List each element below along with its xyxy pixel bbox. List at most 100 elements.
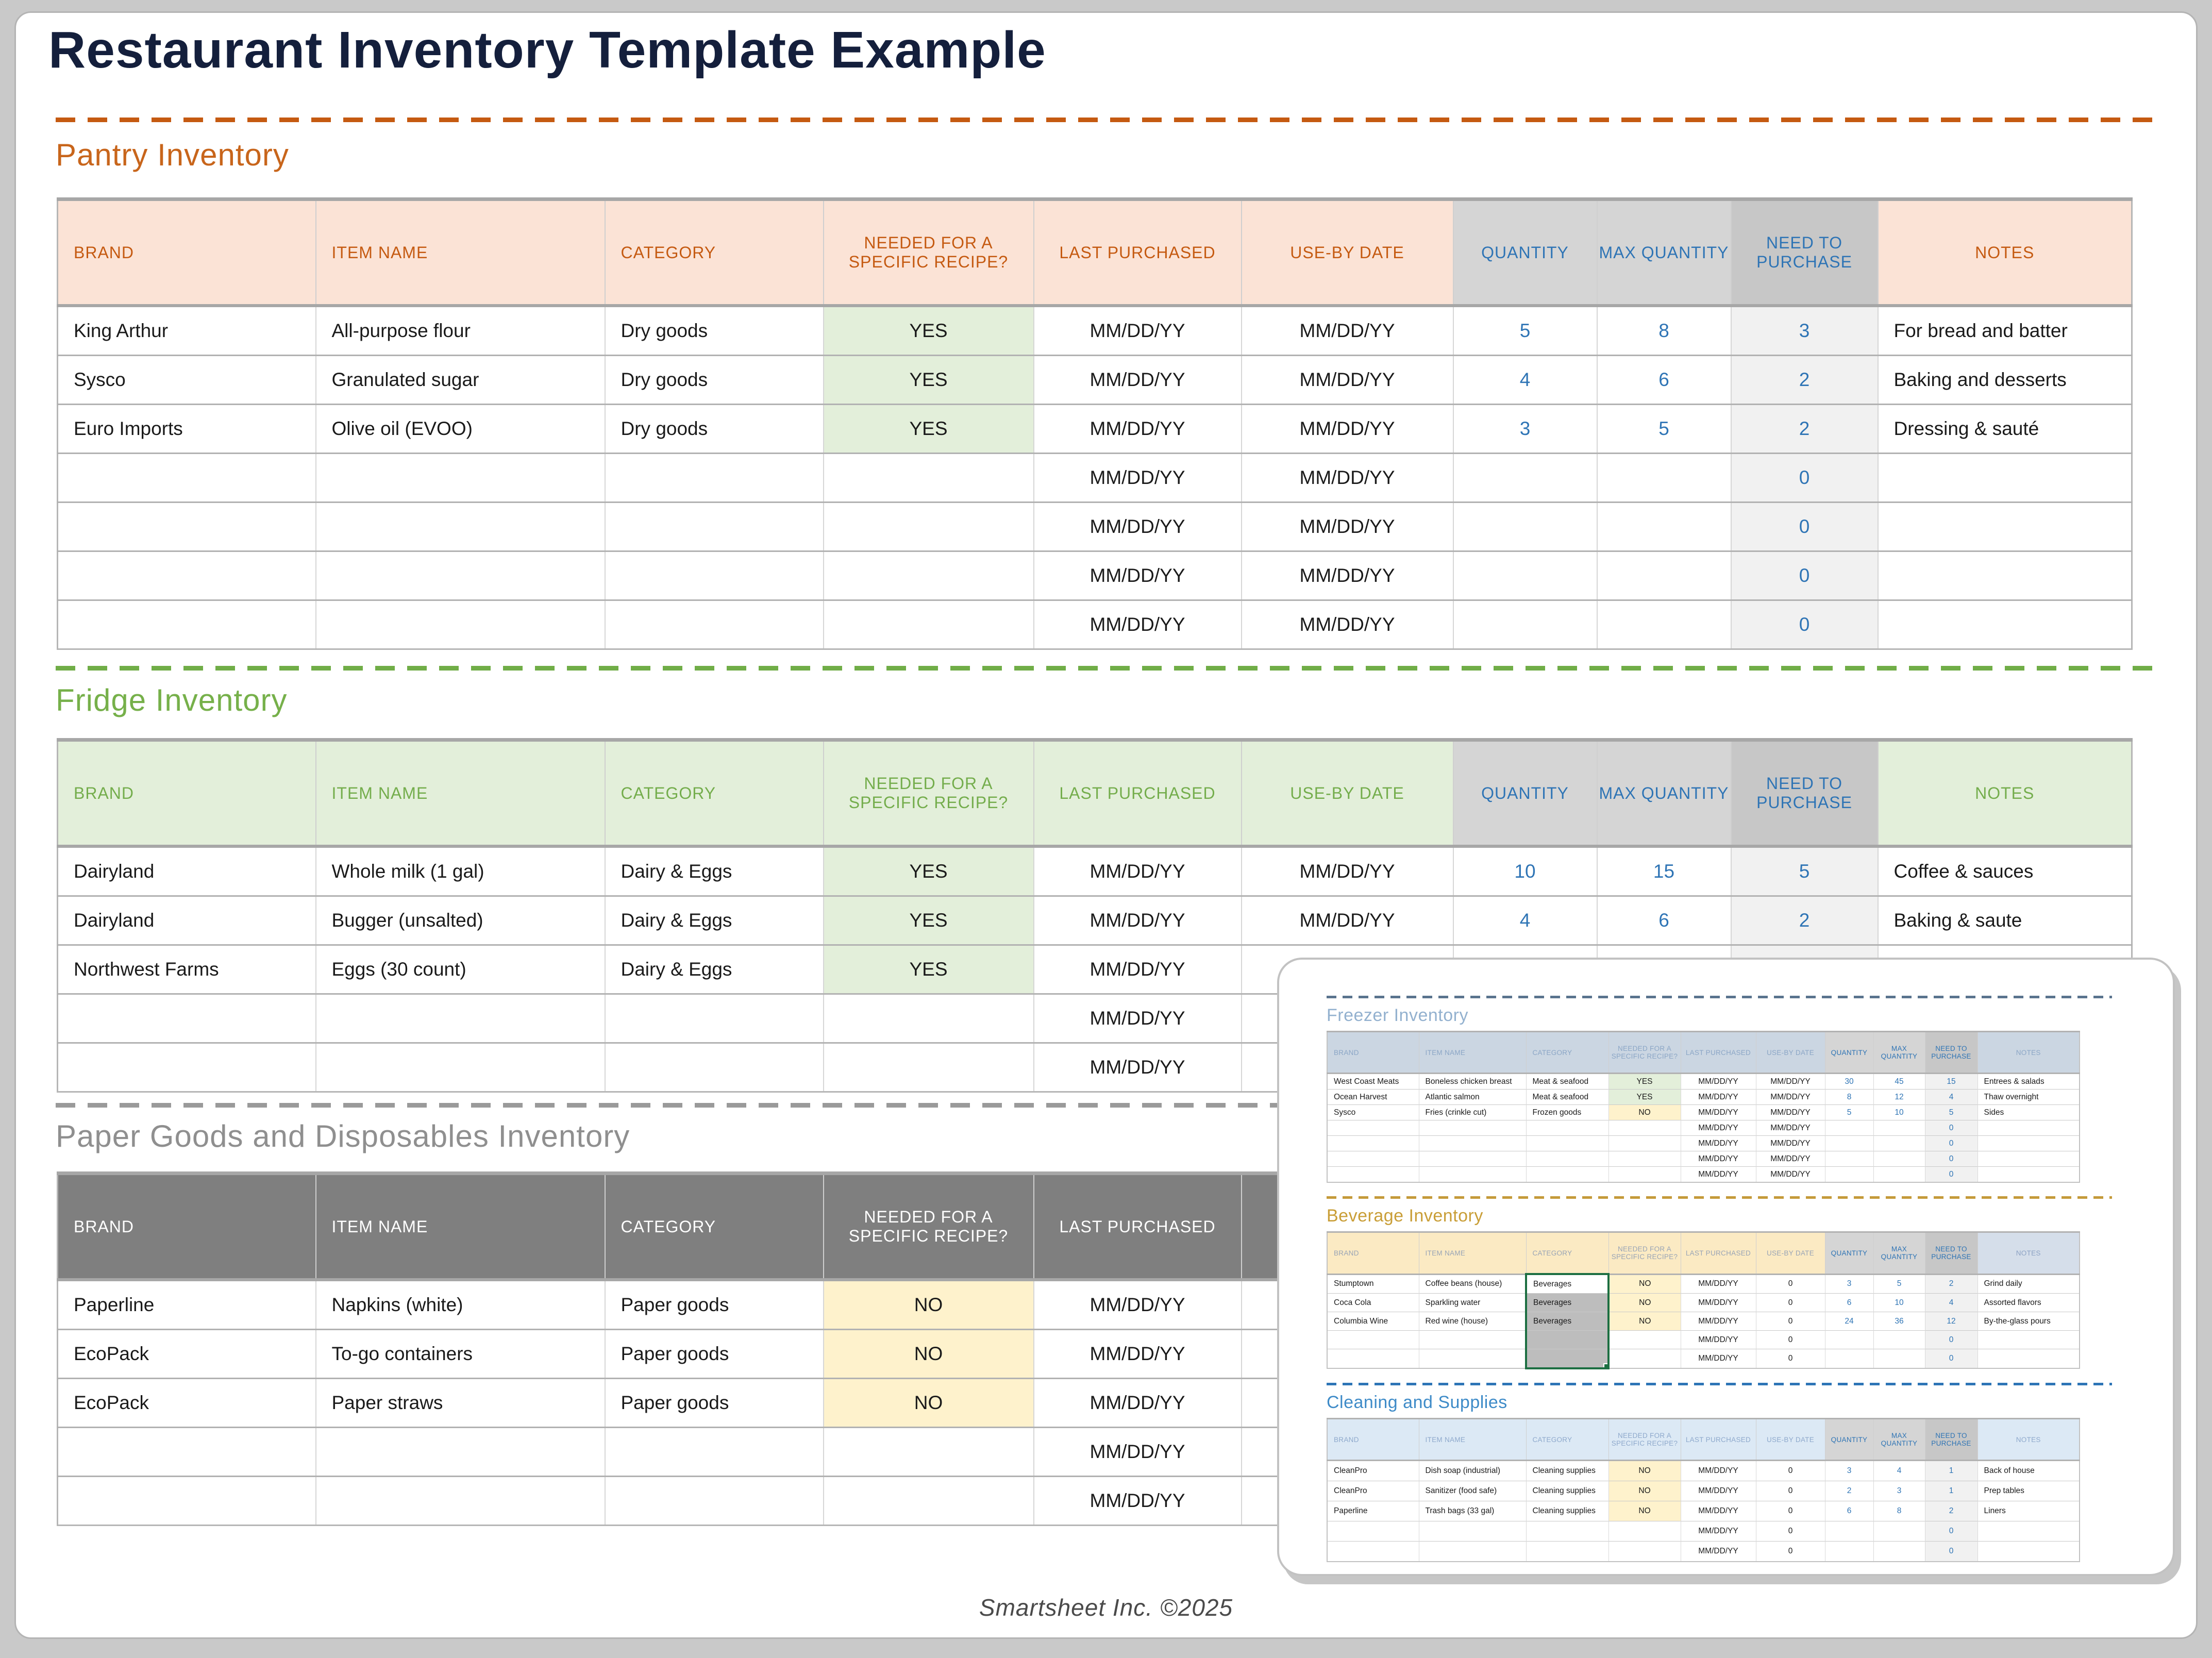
cell-quantity[interactable]: 3 [1824, 1460, 1873, 1481]
cell-max-quantity[interactable] [1596, 453, 1731, 503]
cell-last-purchased[interactable]: MM/DD/YY [1680, 1274, 1756, 1294]
cell-category[interactable]: Beverages [1525, 1273, 1610, 1294]
cell-last-purchased[interactable]: MM/DD/YY [1033, 993, 1242, 1043]
cell-use-by-date[interactable]: 0 [1755, 1349, 1825, 1368]
cell-notes[interactable]: Dressing & sauté [1877, 404, 2132, 454]
cell-need-to-purchase[interactable]: 0 [1730, 453, 1878, 503]
cell-category[interactable]: Cleaning supplies [1526, 1460, 1608, 1481]
cell-last-purchased[interactable]: MM/DD/YY [1033, 305, 1242, 356]
cell-brand[interactable] [57, 550, 316, 600]
cell-max-quantity[interactable] [1596, 501, 1731, 551]
cell-item-name[interactable]: Whole milk (1 gal) [315, 845, 605, 896]
cell-brand[interactable]: Paperline [1327, 1501, 1419, 1521]
cell-recipe[interactable] [1608, 1521, 1681, 1542]
cell-max-quantity[interactable] [1596, 550, 1731, 600]
cell-need-to-purchase[interactable]: 0 [1924, 1151, 1978, 1167]
cell-category[interactable]: Beverages [1525, 1293, 1610, 1312]
cell-last-purchased[interactable]: MM/DD/YY [1680, 1089, 1756, 1105]
cell-recipe[interactable] [823, 1427, 1034, 1477]
cell-item-name[interactable] [315, 501, 605, 551]
cell-use-by-date[interactable]: MM/DD/YY [1755, 1166, 1825, 1182]
cell-quantity[interactable]: 6 [1824, 1501, 1873, 1521]
cell-quantity[interactable] [1824, 1151, 1873, 1167]
cell-brand[interactable] [57, 501, 316, 551]
cell-need-to-purchase[interactable]: 0 [1924, 1541, 1978, 1562]
cell-max-quantity[interactable]: 12 [1873, 1089, 1925, 1105]
cell-need-to-purchase[interactable]: 0 [1924, 1349, 1978, 1368]
cell-recipe[interactable]: YES [823, 355, 1034, 405]
cell-brand[interactable] [57, 453, 316, 503]
cell-notes[interactable]: Baking & saute [1877, 895, 2132, 945]
cell-brand[interactable] [1327, 1120, 1419, 1136]
cell-last-purchased[interactable]: MM/DD/YY [1680, 1135, 1756, 1151]
cell-brand[interactable] [1327, 1166, 1419, 1182]
cell-last-purchased[interactable]: MM/DD/YY [1033, 1476, 1242, 1526]
cell-recipe[interactable] [1608, 1330, 1681, 1349]
cell-recipe[interactable]: NO [1608, 1274, 1681, 1294]
cell-category[interactable]: Cleaning supplies [1526, 1501, 1608, 1521]
cell-need-to-purchase[interactable]: 2 [1924, 1274, 1978, 1294]
cell-quantity[interactable]: 3 [1824, 1274, 1873, 1294]
cell-quantity[interactable] [1824, 1120, 1873, 1136]
cell-item-name[interactable] [1418, 1120, 1526, 1136]
cell-item-name[interactable] [1418, 1151, 1526, 1167]
cell-max-quantity[interactable]: 5 [1596, 404, 1731, 454]
cell-use-by-date[interactable]: MM/DD/YY [1755, 1089, 1825, 1105]
cell-quantity[interactable]: 24 [1824, 1312, 1873, 1331]
cell-recipe[interactable]: NO [1608, 1501, 1681, 1521]
cell-use-by-date[interactable]: 0 [1755, 1460, 1825, 1481]
cell-last-purchased[interactable]: MM/DD/YY [1033, 599, 1242, 649]
cell-last-purchased[interactable]: MM/DD/YY [1680, 1501, 1756, 1521]
cell-category[interactable] [604, 1476, 824, 1526]
cell-category[interactable] [604, 453, 824, 503]
cell-last-purchased[interactable]: MM/DD/YY [1033, 355, 1242, 405]
cell-need-to-purchase[interactable]: 5 [1924, 1104, 1978, 1120]
cell-item-name[interactable] [315, 599, 605, 649]
cell-recipe[interactable] [823, 599, 1034, 649]
cell-item-name[interactable] [315, 993, 605, 1043]
cell-category[interactable]: Cleaning supplies [1526, 1481, 1608, 1501]
cell-recipe[interactable] [823, 453, 1034, 503]
cell-last-purchased[interactable]: MM/DD/YY [1680, 1349, 1756, 1368]
cell-category[interactable]: Dairy & Eggs [604, 944, 824, 994]
cell-quantity[interactable]: 3 [1452, 404, 1597, 454]
cell-item-name[interactable] [1418, 1521, 1526, 1542]
cell-brand[interactable] [57, 1042, 316, 1092]
cell-max-quantity[interactable] [1873, 1135, 1925, 1151]
cell-notes[interactable] [1977, 1166, 2080, 1182]
cell-quantity[interactable]: 10 [1452, 845, 1597, 896]
cell-quantity[interactable] [1824, 1166, 1873, 1182]
cell-item-name[interactable]: Paper straws [315, 1378, 605, 1428]
cell-brand[interactable] [1327, 1135, 1419, 1151]
cell-notes[interactable]: Coffee & sauces [1877, 845, 2132, 896]
cell-need-to-purchase[interactable]: 2 [1730, 895, 1878, 945]
cell-brand[interactable] [57, 1427, 316, 1477]
cell-notes[interactable] [1877, 453, 2132, 503]
cell-notes[interactable]: For bread and batter [1877, 305, 2132, 356]
cell-notes[interactable] [1977, 1330, 2080, 1349]
cell-category[interactable]: Beverages [1525, 1312, 1610, 1331]
cell-category[interactable]: Meat & seafood [1526, 1089, 1608, 1105]
cell-recipe[interactable]: YES [823, 895, 1034, 945]
cell-need-to-purchase[interactable]: 4 [1924, 1293, 1978, 1312]
cell-use-by-date[interactable]: 0 [1755, 1293, 1825, 1312]
cell-brand[interactable]: CleanPro [1327, 1481, 1419, 1501]
cell-item-name[interactable]: Olive oil (EVOO) [315, 404, 605, 454]
cell-last-purchased[interactable]: MM/DD/YY [1033, 1279, 1242, 1330]
cell-notes[interactable] [1877, 599, 2132, 649]
cell-notes[interactable] [1977, 1120, 2080, 1136]
cell-brand[interactable] [57, 993, 316, 1043]
cell-max-quantity[interactable] [1596, 599, 1731, 649]
cell-item-name[interactable]: Bugger (unsalted) [315, 895, 605, 945]
cell-need-to-purchase[interactable]: 2 [1730, 355, 1878, 405]
cell-quantity[interactable]: 5 [1824, 1104, 1873, 1120]
cell-recipe[interactable]: YES [1608, 1089, 1681, 1105]
cell-recipe[interactable]: NO [823, 1279, 1034, 1330]
cell-item-name[interactable]: Atlantic salmon [1418, 1089, 1526, 1105]
cell-quantity[interactable]: 4 [1452, 355, 1597, 405]
cell-use-by-date[interactable]: MM/DD/YY [1241, 305, 1453, 356]
cell-need-to-purchase[interactable]: 15 [1924, 1073, 1978, 1090]
cell-brand[interactable]: Stumptown [1327, 1274, 1419, 1294]
cell-recipe[interactable]: NO [1608, 1312, 1681, 1331]
cell-notes[interactable]: Back of house [1977, 1460, 2080, 1481]
